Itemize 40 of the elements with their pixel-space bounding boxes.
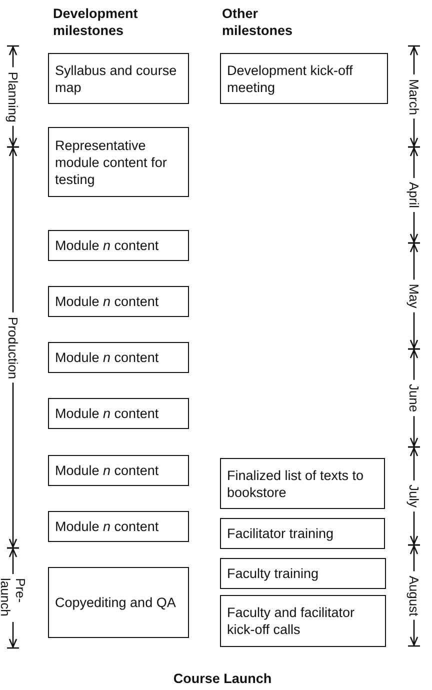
- milestone-box: [220, 458, 385, 509]
- milestone-box: [48, 511, 189, 542]
- month-label: June: [406, 384, 422, 412]
- month-label: March: [406, 78, 422, 115]
- phase-label: Production: [6, 316, 20, 379]
- milestone-text: Copyediting and QA: [55, 594, 176, 611]
- milestone-text: Module n content: [55, 293, 159, 310]
- milestone-text: Faculty and facilitator kick-off calls: [227, 604, 356, 638]
- milestone-box: [220, 53, 388, 104]
- milestone-text: Module n content: [55, 237, 159, 254]
- milestone-box: [48, 230, 189, 261]
- month-label: May: [406, 284, 422, 308]
- month-label: August: [406, 575, 422, 616]
- milestone-box: [48, 127, 189, 197]
- month-label: July: [406, 484, 422, 508]
- milestone-text: Module n content: [55, 405, 159, 422]
- milestone-box: [220, 518, 385, 549]
- month-label: April: [406, 182, 422, 208]
- milestone-text: Development kick-off meeting: [227, 62, 354, 96]
- milestone-box: [220, 595, 386, 647]
- phase-label: Pre-launch: [0, 578, 28, 618]
- milestone-text: Representative module content for testing: [55, 136, 168, 188]
- milestone-box: [220, 558, 386, 589]
- milestone-text: Syllabus and course map: [55, 62, 178, 96]
- milestone-box: [48, 286, 189, 317]
- milestone-text: Module n content: [55, 518, 159, 535]
- milestone-box: [48, 567, 189, 638]
- milestone-box: [48, 398, 189, 429]
- phase-label: Planning: [6, 71, 20, 122]
- column-heading: Other milestones: [222, 5, 294, 39]
- milestone-text: Module n content: [55, 462, 159, 479]
- milestone-text: Facilitator training: [227, 525, 334, 542]
- launch-label: Course Launch: [172, 670, 273, 687]
- milestone-box: [48, 342, 189, 373]
- milestone-text: Finalized list of texts to bookstore: [227, 466, 365, 500]
- milestone-text: Faculty training: [227, 565, 319, 582]
- column-heading: Development milestones: [53, 5, 139, 39]
- milestone-text: Module n content: [55, 349, 159, 366]
- milestone-box: [48, 53, 189, 104]
- milestone-box: [48, 455, 189, 486]
